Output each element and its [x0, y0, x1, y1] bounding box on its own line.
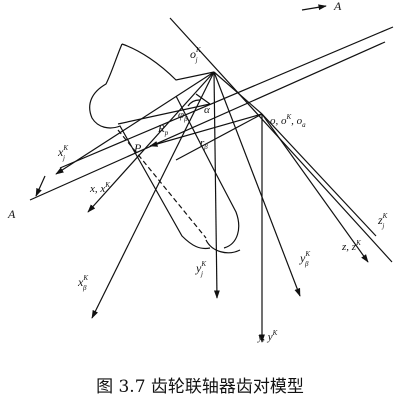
label-origin: o, oK, oa [270, 113, 306, 129]
angle-ray [195, 93, 211, 105]
axis-xb [91, 71, 215, 319]
figure-caption: 图 3.7 齿轮联轴器齿对模型 [96, 377, 304, 397]
rb-vector [149, 113, 263, 147]
label-z-zk: z, zK [341, 239, 361, 253]
label-A-top: A [333, 0, 342, 13]
diagonal-line-long [59, 26, 394, 169]
label-A-left: A [7, 207, 16, 221]
label-alpha: α [204, 104, 210, 116]
tooth-outline-upper [121, 43, 215, 81]
section-arrow-top [301, 4, 327, 11]
axis-zj [261, 113, 377, 237]
label-Rp: Rp [157, 123, 169, 137]
axis-xj [55, 71, 215, 175]
rb-line-2 [175, 113, 263, 161]
section-arrow-left [35, 175, 46, 197]
axis-z [261, 113, 369, 263]
label-rb: rβ [200, 137, 208, 151]
axis-yj [213, 71, 220, 299]
label-y-yk: y, yK [257, 329, 278, 343]
axis-to-origin [213, 71, 263, 115]
label-phi: φβ [178, 109, 188, 123]
tooth-profile-right [175, 95, 240, 249]
angle-arc [187, 99, 201, 107]
tooth-bottom [205, 239, 241, 254]
tooth-outline [89, 43, 211, 250]
rp-line [117, 103, 211, 125]
hidden-edge [117, 129, 207, 239]
label-P: P [133, 141, 142, 155]
axis-yb [213, 71, 301, 297]
axis-line-center [29, 41, 386, 201]
label-x-xk: x, xK [89, 181, 110, 195]
axis-x [87, 71, 215, 213]
